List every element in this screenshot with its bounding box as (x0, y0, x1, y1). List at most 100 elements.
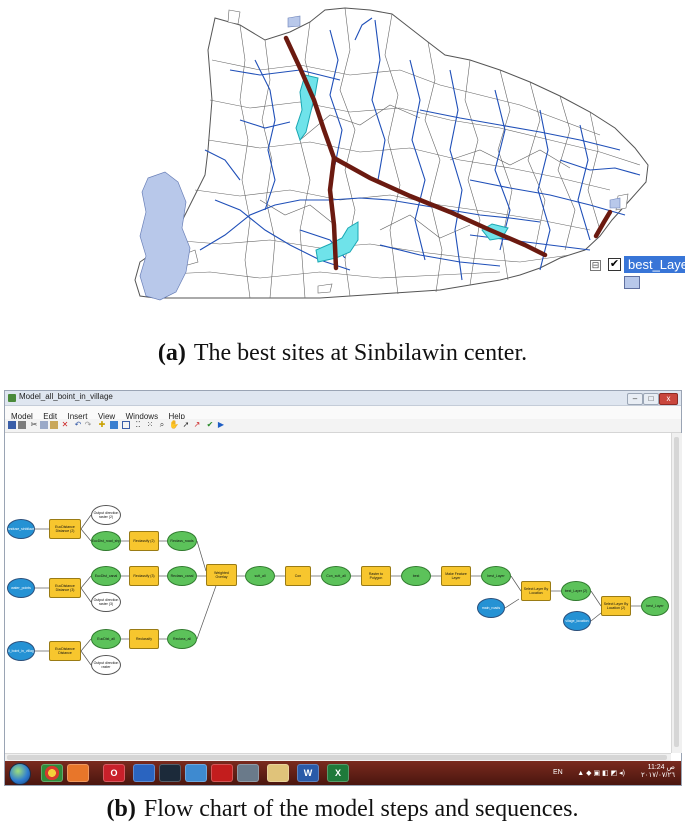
word-icon[interactable]: W (297, 764, 319, 782)
lake (139, 171, 191, 301)
output-direction-raster-2[interactable]: Output direction raster (2) (91, 505, 121, 525)
model-canvas[interactable]: Landuse_sinbilawin EucDistance Distance … (5, 433, 671, 753)
main-roads (283, 35, 613, 271)
paste-icon[interactable] (50, 421, 58, 429)
layer-visibility-checkbox[interactable]: ✔ (608, 258, 621, 271)
small-pond (609, 197, 621, 209)
auto-layout-icon[interactable] (110, 421, 118, 429)
tool-weighted-overlay[interactable]: Weighted Overlay (206, 564, 237, 586)
tool-make-feature-layer[interactable]: Make Feature Layer (441, 566, 471, 586)
title-bar[interactable]: Model_all_boint_in_village – □ x (5, 391, 681, 406)
collapse-icon[interactable]: ⊟ (590, 260, 601, 271)
minimize-button[interactable]: – (627, 393, 643, 405)
tool-reclassify-3[interactable]: Reclassify (3) (129, 566, 159, 586)
full-extent-icon[interactable] (122, 421, 130, 429)
input-water-points[interactable]: water_points (7, 578, 35, 598)
output-best-layer-final[interactable]: best_Layer (641, 596, 669, 616)
caption-a-text: The best sites at Sinbilawin center. (193, 340, 528, 366)
caption-a-label: (a) (157, 340, 186, 366)
caption-a: (a) The best sites at Sinbilawin center. (0, 340, 685, 367)
input-all-points[interactable]: all_boint_in_village (7, 641, 35, 661)
opera-icon[interactable]: O (103, 764, 125, 782)
output-eucdist-road[interactable]: EucDist_road_shp (91, 531, 121, 551)
menu-edit[interactable]: Edit (43, 412, 58, 421)
clock-time: 11:24 ص (647, 764, 675, 771)
clock[interactable]: 11:24 ص ٢٠١٧/٠٧/٢٦ (641, 764, 675, 780)
excel-icon[interactable]: X (327, 764, 349, 782)
input-main-roads[interactable]: main_roads (477, 598, 505, 618)
close-button[interactable]: x (659, 393, 678, 405)
clock-date: ٢٠١٧/٠٧/٢٦ (641, 772, 675, 779)
output-reclass-roads[interactable]: Reclass_roads (167, 531, 197, 551)
menu-model[interactable]: Model (11, 412, 33, 421)
output-direction-raster[interactable]: Output direction raster (91, 655, 121, 675)
tool-reclassify[interactable]: Reclassify (129, 629, 159, 649)
output-reclass-all[interactable]: Reclass_all (167, 629, 197, 649)
tool-raster-to-polygon[interactable]: Raster to Polygon (361, 566, 391, 586)
menu-bar: Model Edit Insert View Windows Help (5, 406, 681, 421)
scroll-thumb[interactable] (674, 437, 679, 747)
earth-icon[interactable] (133, 764, 155, 782)
print-icon[interactable] (18, 421, 26, 429)
language-indicator[interactable]: EN (553, 769, 563, 776)
system-tray-icons[interactable]: ▲ ◆ ▣ ◧ ◩ ◂) (577, 770, 625, 777)
output-best[interactable]: best (401, 566, 431, 586)
run-icon[interactable]: ▶ (217, 420, 225, 429)
menu-help[interactable]: Help (168, 412, 185, 421)
caption-b-text: Flow chart of the model steps and sequen… (143, 796, 579, 822)
search-tool-icon[interactable] (237, 764, 259, 782)
menu-view[interactable]: View (97, 412, 116, 421)
fixed-zoom-in-icon[interactable]: ⁚⁚ (135, 420, 141, 429)
window-title: Model_all_boint_in_village (19, 392, 113, 401)
save-icon[interactable] (8, 421, 16, 429)
chrome-icon[interactable] (41, 764, 63, 782)
redo-icon[interactable]: ↷ (84, 420, 92, 429)
connector-layer (35, 514, 641, 666)
horizontal-scrollbar[interactable] (5, 753, 671, 762)
menu-windows[interactable]: Windows (125, 412, 159, 421)
maximize-button[interactable]: □ (643, 393, 659, 405)
start-button[interactable] (9, 763, 31, 785)
connect-icon[interactable]: ↗ (193, 420, 201, 429)
caption-b: (b)Flow chart of the model steps and seq… (0, 796, 685, 823)
map-panel: ⊟ ✔ best_Layer (0, 0, 685, 310)
modelbuilder-window: Model_all_boint_in_village – □ x Model E… (4, 390, 682, 786)
layer-name[interactable]: best_Layer (624, 256, 685, 273)
menu-insert[interactable]: Insert (67, 412, 88, 421)
cut-icon[interactable]: ✂ (30, 420, 38, 429)
undo-icon[interactable]: ↶ (74, 420, 82, 429)
acrobat-icon[interactable] (211, 764, 233, 782)
output-eucdist-all[interactable]: EucDist_all (91, 629, 121, 649)
select-icon[interactable]: ➚ (182, 420, 190, 429)
tool-eucdistance-3[interactable]: EucDistance Distance (3) (49, 578, 81, 598)
delete-icon[interactable]: ✕ (61, 420, 69, 429)
input-village-location[interactable]: vilage_location (563, 611, 591, 631)
globe-icon[interactable] (159, 764, 181, 782)
output-direction-raster-3[interactable]: Output direction raster (3) (91, 592, 121, 612)
folder-icon[interactable] (267, 764, 289, 782)
map-canvas (134, 7, 649, 301)
tool-select-layer-by-location-2[interactable]: Select Layer By Location (2) (601, 596, 631, 616)
firefox-icon[interactable] (185, 764, 207, 782)
validate-icon[interactable]: ✔ (206, 420, 214, 429)
output-best-layer-2[interactable]: best_Layer (2) (561, 581, 591, 601)
copy-icon[interactable] (40, 421, 48, 429)
input-landuse[interactable]: Landuse_sinbilawin (7, 519, 35, 539)
output-con-sutt-all[interactable]: Con_sutt_all (321, 566, 351, 586)
tool-reclassify-2[interactable]: Reclassify (2) (129, 531, 159, 551)
tool-eucdistance[interactable]: EucDistance Distance (49, 641, 81, 661)
fixed-zoom-out-icon[interactable]: ⁙ (146, 420, 154, 429)
scroll-thumb[interactable] (7, 755, 667, 760)
vertical-scrollbar[interactable] (671, 433, 682, 753)
tool-con[interactable]: Con (285, 566, 311, 586)
output-best-layer[interactable]: best_Layer (481, 566, 511, 586)
tool-select-layer-by-location[interactable]: Select Layer By Location (521, 581, 551, 601)
add-data-icon[interactable]: ✚ (98, 420, 106, 429)
media-player-icon[interactable] (67, 764, 89, 782)
pan-icon[interactable]: ✋ (169, 420, 179, 429)
output-reclass-canal[interactable]: Reclass_canal (167, 566, 197, 586)
output-sutt-all[interactable]: sutt_all (245, 566, 275, 586)
tool-eucdistance-2[interactable]: EucDistance Distance (2) (49, 519, 81, 539)
output-eucdist-canal[interactable]: EucDist_canal (91, 566, 121, 586)
zoom-in-icon[interactable]: ⌕ (159, 420, 165, 429)
